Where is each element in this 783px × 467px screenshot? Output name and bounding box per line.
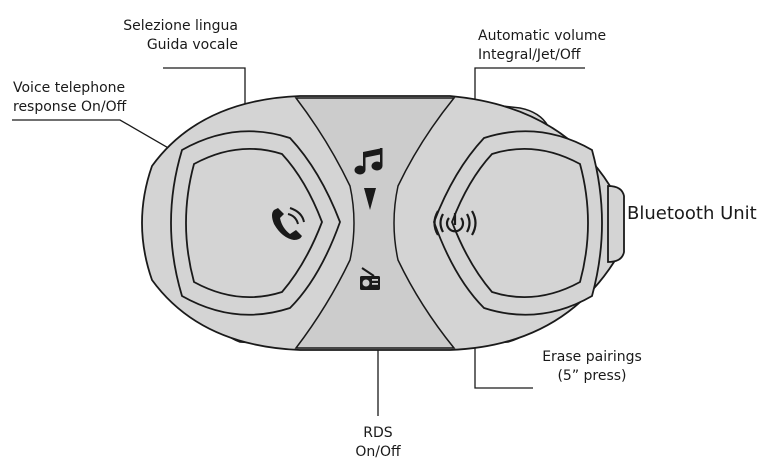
- center-strip: [294, 97, 456, 349]
- rds-label: RDS On/Off: [340, 424, 416, 462]
- power-button[interactable]: [433, 130, 603, 316]
- leader-line-erase: [474, 343, 533, 389]
- volume-label-line2: Integral/Jet/Off: [478, 47, 581, 63]
- language-label-line1: Selezione lingua: [123, 18, 238, 34]
- bluetooth-connector: [607, 185, 625, 263]
- erase-label-line2: (5” press): [557, 368, 627, 384]
- erase-label-line1: Erase pairings: [542, 349, 642, 365]
- power-icon: [433, 210, 477, 236]
- phone-icon: [272, 207, 305, 240]
- voice-label-line2: response On/Off: [13, 99, 127, 115]
- language-label: Selezione lingua Guida vocale: [100, 17, 238, 55]
- phone-button[interactable]: [170, 130, 341, 316]
- volume-label: Automatic volume Integral/Jet/Off: [478, 27, 606, 65]
- erase-label: Erase pairings (5” press): [532, 348, 652, 386]
- leader-line-volume: [474, 67, 585, 110]
- radio-icon: [360, 267, 380, 290]
- volume-label-line1: Automatic volume: [478, 28, 607, 44]
- bluetooth-label: Bluetooth Unit: [627, 203, 757, 224]
- leader-line-language: [163, 67, 246, 108]
- down-arrow-icon: [364, 188, 376, 210]
- voice-label-line1: Voice telephone: [13, 80, 126, 96]
- music-note-icon: [354, 148, 383, 175]
- voice-label: Voice telephone response On/Off: [13, 79, 126, 117]
- rds-label-line1: RDS: [363, 425, 393, 441]
- rds-label-line2: On/Off: [355, 444, 401, 460]
- language-label-line2: Guida vocale: [146, 37, 238, 53]
